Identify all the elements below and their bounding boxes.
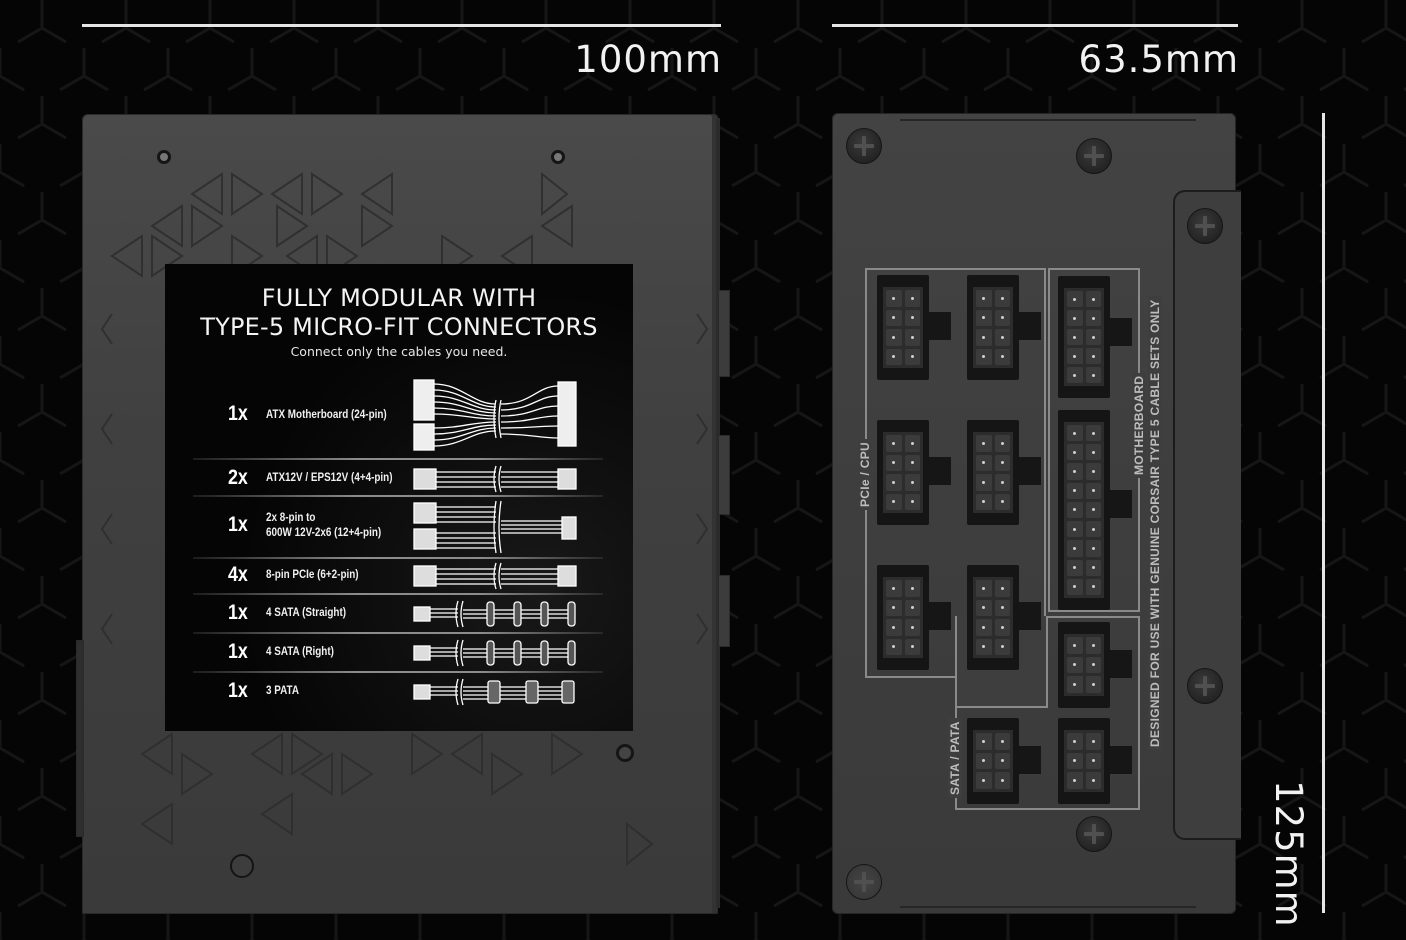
cable-row-12v-2x6: 1x 2x 8-pin to 600W 12V-2x6 (12+4-pin) [165,497,633,557]
cable-label: ATX12V / EPS12V (4+4-pin) [266,472,393,484]
cable-label-line1: 2x 8-pin to [266,512,316,524]
card-title: FULLY MODULAR WITH TYPE-5 MICRO-FIT CONN… [165,284,633,342]
card-subtitle: Connect only the cables you need. [290,344,508,359]
sata-straight-cable-icon [413,600,576,628]
pcie-cable-icon [413,562,577,590]
pata-cable-icon [413,678,575,706]
cable-qty: 4x [228,563,248,586]
psu-side-tab [718,575,730,647]
mount-hole-top-left [157,150,171,164]
row-divider [193,593,603,595]
psu-side-tab [718,435,730,515]
height-dimension-line [1322,113,1325,913]
psu-side-tab [718,290,730,377]
sata-pata-label: SATA / PATA [948,718,962,798]
pcie-cpu-connector-port[interactable] [967,565,1041,670]
cable-label: ATX Motherboard (24-pin) [266,409,387,421]
height-dimension-label: 125mm [1267,780,1310,928]
screw-icon [846,864,882,900]
cable-row-pata: 1x 3 PATA [165,673,633,711]
motherboard-18pin-connector-port[interactable] [1058,410,1132,610]
psu-side-panel [1173,190,1241,840]
screw-icon [1076,816,1112,852]
sata-pata-connector-port[interactable] [1058,622,1132,708]
sata-pata-group-outline [955,616,1140,810]
card-title-line1: FULLY MODULAR WITH [261,284,537,312]
cable-label-line2: 600W 12V-2x6 (12+4-pin) [266,527,382,539]
row-divider [193,557,603,559]
atx-24pin-cable-icon [413,379,577,451]
pcie-cpu-label: PCIe / CPU [858,438,872,510]
cable-row-sata-right: 1x 4 SATA (Right) [165,634,633,672]
row-divider [193,671,603,673]
cable-qty: 1x [228,601,248,624]
cable-row-sata-straight: 1x 4 SATA (Straight) [165,595,633,633]
cable-label: 4 SATA (Straight) [266,607,347,619]
screw-icon [846,128,882,164]
cable-qty: 1x [228,640,248,663]
sata-pata-outline-step [1046,616,1048,708]
pcie-cpu-connector-port[interactable] [877,420,951,525]
cable-label: 2x 8-pin to 600W 12V-2x6 (12+4-pin) [266,511,381,541]
screw-icon [1187,668,1223,704]
pcie-cpu-connector-port[interactable] [967,420,1041,525]
mount-hole-right [616,744,634,762]
sata-pata-outline-step [955,706,1048,708]
width-dimension-label: 100mm [574,38,722,81]
cable-row-pcie: 4x 8-pin PCIe (6+2-pin) [165,559,633,593]
cable-row-eps: 2x ATX12V / EPS12V (4+4-pin) [165,460,633,496]
screw-icon [1187,208,1223,244]
row-divider [193,495,603,497]
cable-qty: 1x [228,679,248,702]
row-divider [193,458,603,460]
modular-cables-info-card: FULLY MODULAR WITH TYPE-5 MICRO-FIT CONN… [165,264,633,731]
sata-pata-connector-port[interactable] [967,718,1041,804]
screw-icon [1076,138,1112,174]
cable-compatibility-notice: DESIGNED FOR USE WITH GENUINE CORSAIR TY… [1148,296,1162,750]
pcie-cpu-connector-port[interactable] [877,565,951,670]
12v-2x6-cable-icon [413,500,577,554]
motherboard-label: MOTHERBOARD [1132,372,1146,478]
cable-qty: 1x [228,513,248,536]
mount-hole-bottom-left [230,854,254,878]
eps-cable-icon [413,465,577,493]
sata-pata-outline-step [1046,616,1140,618]
psu-left-tab [76,640,84,837]
pcie-cpu-connector-port[interactable] [967,275,1041,380]
panel-seam-top [900,119,1196,121]
motherboard-10pin-connector-port[interactable] [1058,276,1132,398]
width-dimension-line [82,24,721,27]
cable-label: 8-pin PCIe (6+2-pin) [266,569,359,581]
depth-dimension-label: 63.5mm [1078,38,1239,81]
sata-pata-connector-port[interactable] [1058,718,1132,804]
card-title-line2: TYPE-5 MICRO-FIT CONNECTORS [200,313,598,341]
cable-qty: 1x [228,402,248,425]
pcie-cpu-connector-port[interactable] [877,275,951,380]
cable-qty: 2x [228,466,248,489]
cable-row-atx: 1x ATX Motherboard (24-pin) [165,376,633,460]
panel-seam-bottom [900,906,1196,908]
cable-label: 3 PATA [266,685,299,697]
row-divider [193,632,603,634]
cable-label: 4 SATA (Right) [266,646,334,658]
mount-hole-top-right [551,150,565,164]
depth-dimension-line [832,24,1238,27]
sata-right-cable-icon [413,639,576,667]
